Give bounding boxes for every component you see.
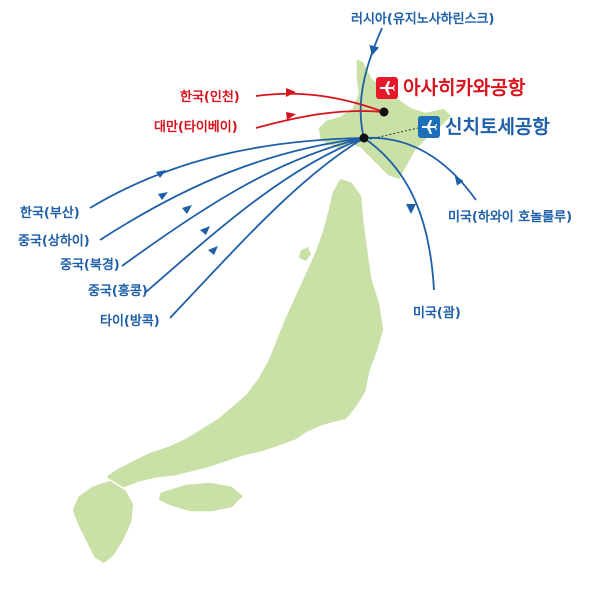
label-shanghai: 중국(상하이)	[18, 234, 90, 249]
arrow-honolulu	[454, 175, 464, 186]
arrow-russia	[369, 44, 380, 56]
route-busan	[89, 137, 365, 209]
route-beijing	[121, 137, 365, 267]
hokkaido-island	[317, 56, 454, 181]
sado-island	[297, 244, 313, 263]
airplane-icon	[418, 116, 440, 138]
label-guam: 미국(괌)	[413, 306, 461, 321]
arrow-incheon	[286, 88, 296, 97]
asahikawa-name: 아사히카와공항	[403, 77, 526, 99]
shinchitose-dot	[359, 133, 369, 143]
route-hongkong	[145, 137, 365, 293]
route-incheon	[255, 92, 385, 113]
asahikawa-dot	[379, 107, 389, 117]
label-taipei: 대만(타이베이)	[154, 120, 238, 135]
route-taipei	[255, 110, 385, 129]
shikoku-island	[157, 481, 246, 513]
label-russia: 러시아(유지노사하린스크)	[351, 12, 495, 27]
route-russia	[359, 27, 383, 139]
route-honolulu	[363, 136, 477, 201]
route-shanghai	[99, 137, 365, 241]
arrow-beijing	[182, 205, 192, 214]
arrow-busan	[156, 170, 166, 178]
arrow-taipei	[286, 112, 296, 120]
asahikawa-airport: 아사히카와공항	[376, 77, 525, 99]
route-bangkok	[169, 137, 365, 319]
label-hongkong: 중국(홍콩)	[88, 284, 148, 299]
arrow-hongkong	[200, 226, 210, 235]
arrow-shanghai	[158, 192, 168, 200]
label-honolulu: 미국(하와이 호놀룰루)	[448, 210, 573, 225]
label-incheon: 한국(인천)	[180, 90, 240, 105]
route-guam	[363, 137, 435, 291]
arrow-bangkok	[208, 246, 218, 255]
shinchitose-airport: 신치토세공항	[418, 116, 550, 138]
label-busan: 한국(부산)	[20, 206, 80, 221]
arrow-guam	[406, 204, 416, 214]
kyushu-island	[71, 479, 135, 565]
label-bangkok: 타이(방콕)	[100, 314, 160, 329]
label-beijing: 중국(북경)	[60, 258, 120, 273]
airplane-icon	[376, 77, 398, 99]
shinchitose-name: 신치토세공항	[445, 116, 550, 138]
honshu-island	[104, 177, 385, 489]
